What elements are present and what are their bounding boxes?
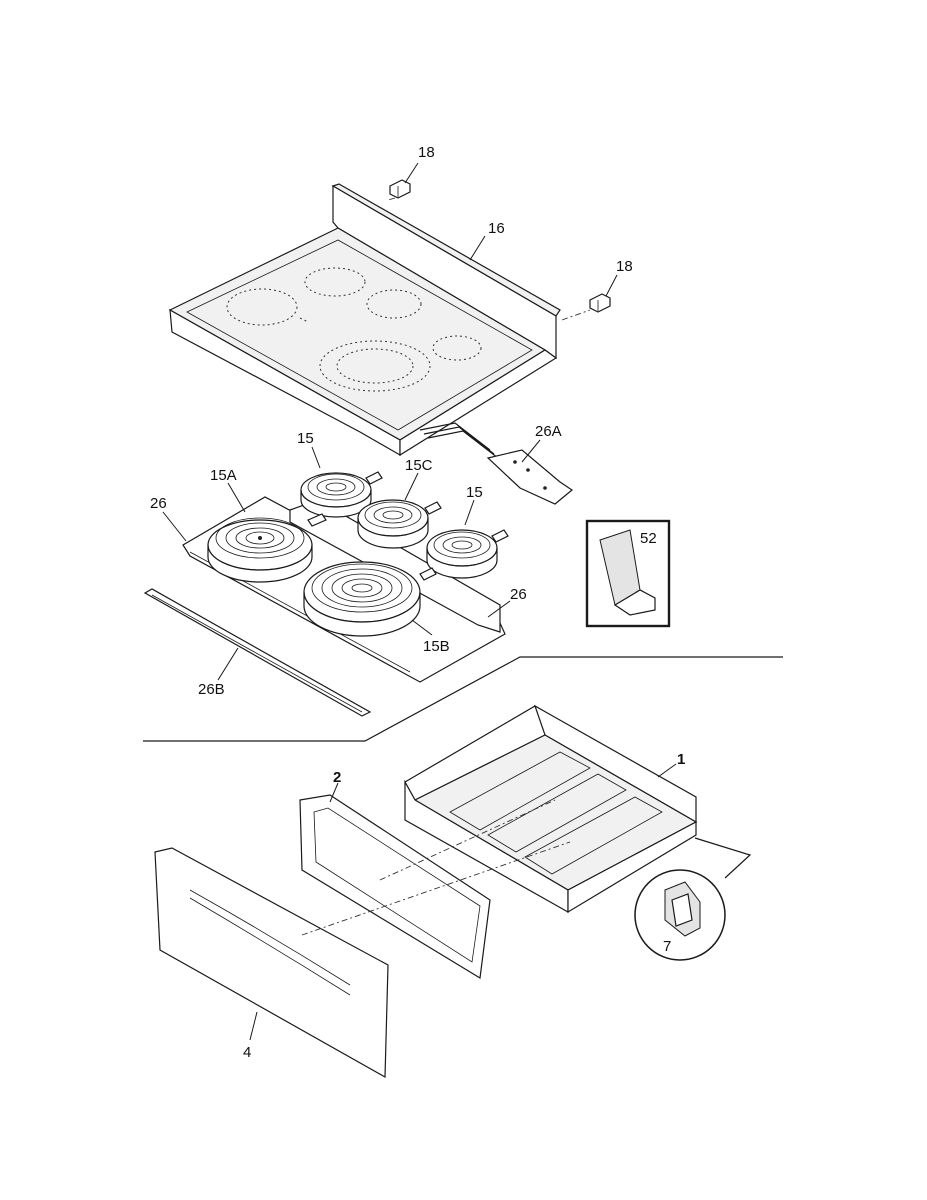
- label-1: 1: [677, 751, 685, 768]
- drawer-body: [404, 704, 698, 914]
- label-18-right: 18: [616, 258, 633, 275]
- inset-circle-7: [634, 837, 752, 961]
- label-4: 4: [243, 1044, 251, 1061]
- label-2: 2: [333, 769, 341, 786]
- label-15B: 15B: [423, 638, 450, 655]
- label-15C: 15C: [405, 457, 433, 474]
- bracket-right: [561, 293, 611, 321]
- drawer-front: [154, 847, 389, 1079]
- bracket-left: [387, 179, 411, 201]
- inset-box-52: [585, 519, 671, 628]
- surface-element-15-right: [426, 529, 498, 579]
- label-16: 16: [488, 220, 505, 237]
- element-terminals: [307, 471, 509, 581]
- label-15A: 15A: [210, 467, 237, 484]
- element-front-strip-26B: [143, 588, 372, 717]
- label-18-left: 18: [418, 144, 435, 161]
- cooktop-glass-top: [168, 183, 561, 457]
- label-7: 7: [663, 938, 671, 955]
- assembly-line-2: [379, 799, 556, 881]
- section-divider: [143, 656, 783, 742]
- surface-element-15B: [303, 561, 421, 637]
- label-15-right: 15: [466, 484, 483, 501]
- surface-element-15C: [357, 499, 429, 549]
- surface-element-15-top: [300, 472, 372, 518]
- label-52: 52: [640, 530, 657, 547]
- label-26-right: 26: [510, 586, 527, 603]
- surface-element-15A: [207, 517, 313, 583]
- assembly-line-1: [301, 841, 571, 936]
- label-26B: 26B: [198, 681, 225, 698]
- label-26-left: 26: [150, 495, 167, 512]
- wiring-harness: [419, 422, 574, 505]
- drawer-panel-frame: [299, 794, 491, 979]
- label-26A: 26A: [535, 423, 562, 440]
- label-15-top: 15: [297, 430, 314, 447]
